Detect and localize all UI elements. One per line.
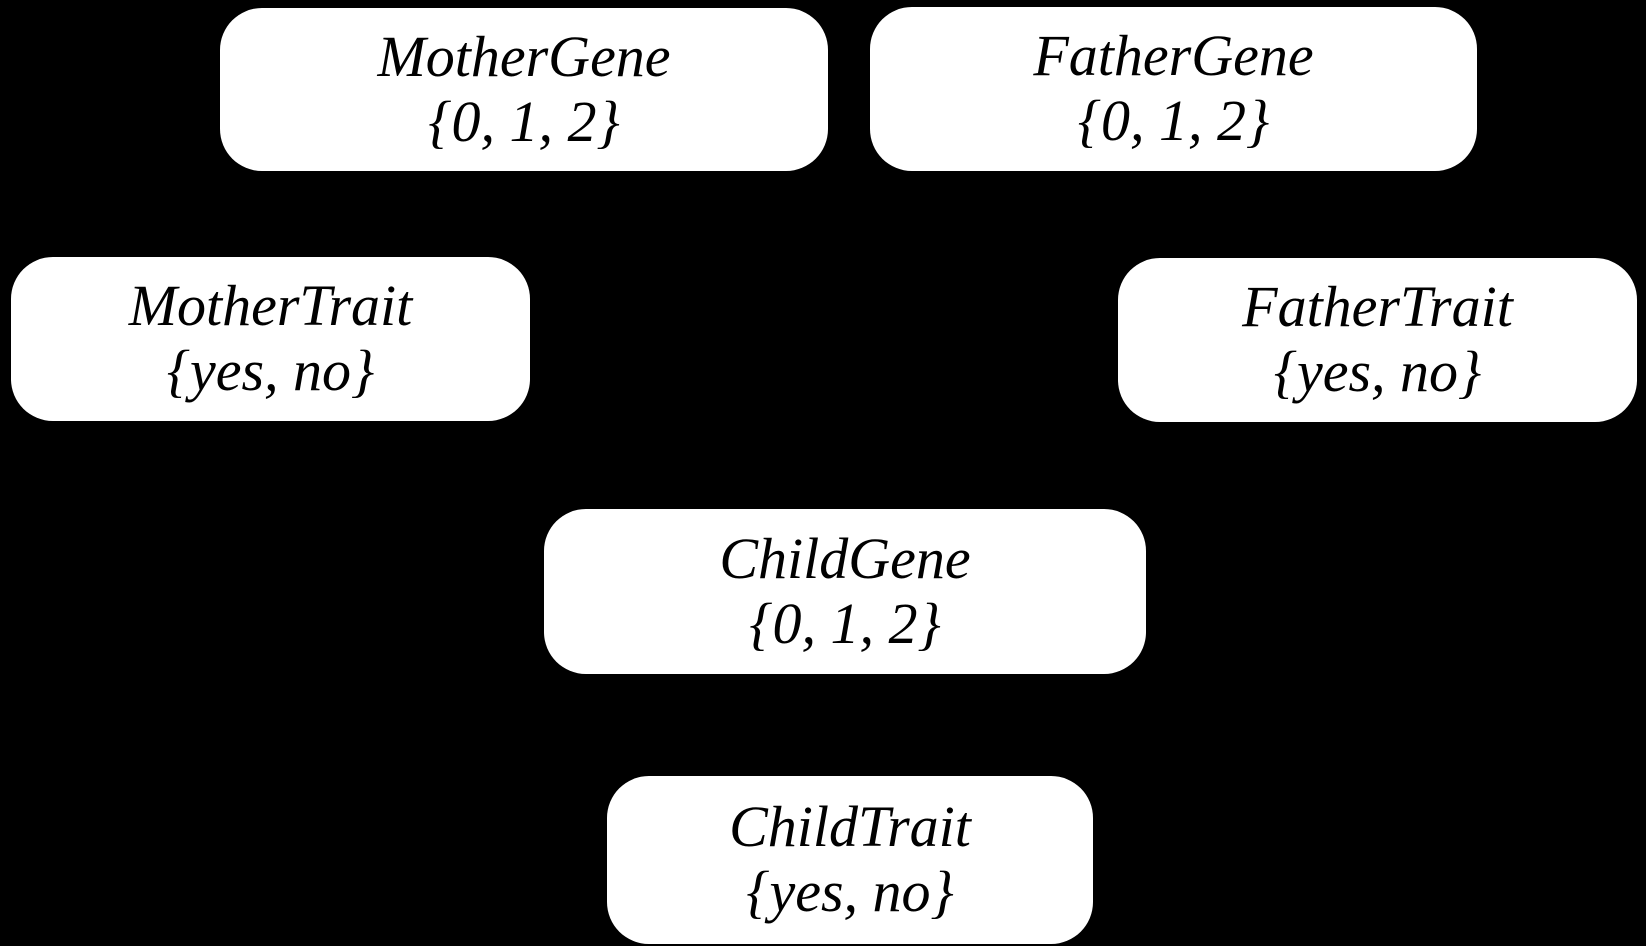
node-father-trait-domain: {yes, no} <box>1273 339 1482 404</box>
node-child-gene-label: ChildGene <box>719 525 971 591</box>
node-mother-gene: MotherGene {0, 1, 2} <box>220 8 828 171</box>
node-mother-trait-domain: {yes, no} <box>166 338 375 403</box>
node-father-gene-domain: {0, 1, 2} <box>1077 88 1270 153</box>
node-father-gene-label: FatherGene <box>1033 23 1314 89</box>
node-father-trait: FatherTrait {yes, no} <box>1118 258 1637 422</box>
node-child-trait-domain: {yes, no} <box>746 859 954 924</box>
node-child-trait-label: ChildTrait <box>729 794 971 860</box>
node-child-gene: ChildGene {0, 1, 2} <box>544 509 1146 674</box>
node-father-gene: FatherGene {0, 1, 2} <box>870 7 1477 171</box>
node-mother-trait: MotherTrait {yes, no} <box>11 257 530 421</box>
node-mother-gene-label: MotherGene <box>377 23 671 89</box>
node-child-gene-domain: {0, 1, 2} <box>749 590 941 656</box>
node-child-trait: ChildTrait {yes, no} <box>607 776 1093 944</box>
node-mother-trait-label: MotherTrait <box>128 273 413 339</box>
node-mother-gene-domain: {0, 1, 2} <box>428 88 620 154</box>
node-father-trait-label: FatherTrait <box>1242 274 1513 340</box>
